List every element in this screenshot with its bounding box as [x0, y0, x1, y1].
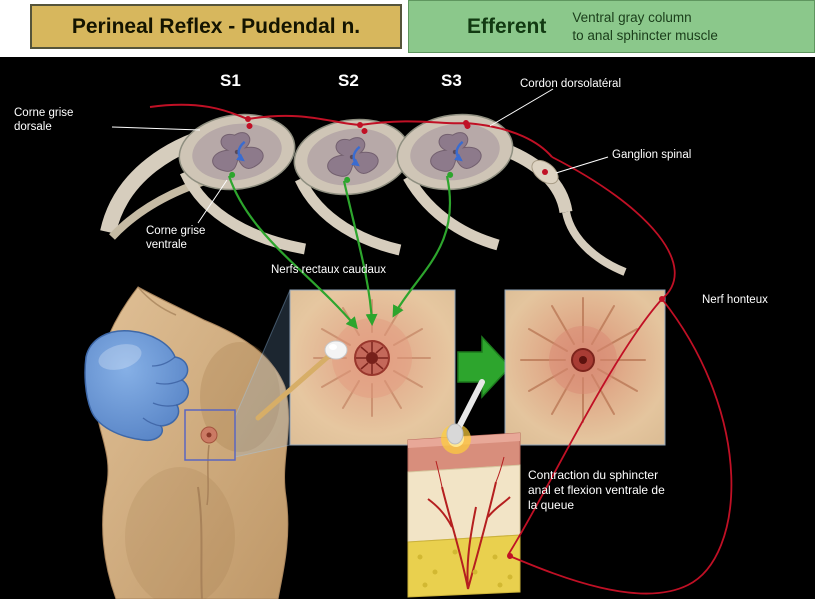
internuncial-arrow-icon [351, 145, 361, 167]
label-nerfs-rectaux-caudaux: Nerfs rectaux caudaux [271, 264, 387, 276]
zoom-selection-square [184, 409, 236, 461]
label-contraction: Contraction du sphincter anal et flexion… [528, 468, 665, 512]
result-arrow-icon [457, 335, 512, 399]
spinal-section-s3 [396, 113, 514, 191]
label-pointer-lines [111, 88, 609, 224]
label-cordon-dorsolateral: Cordon dorsolatéral [520, 78, 622, 90]
anatomy-illustration [84, 88, 733, 599]
cotton-swab-icon [255, 340, 348, 421]
efferent-exit-dot [447, 171, 454, 178]
efferent-pathway-green [227, 175, 452, 330]
internuncial-arrow-icon [236, 140, 246, 162]
response-panel [504, 289, 666, 446]
swab-stimulus-icon [441, 379, 485, 454]
diagram-canvas [0, 57, 815, 599]
page-title: Perineal Reflex - Pudendal n. [71, 14, 361, 38]
label-ganglion-spinal: Ganglion spinal [612, 149, 692, 161]
gloved-hand [84, 330, 189, 442]
label-nerf-honteux: Nerf honteux [702, 294, 768, 306]
afferent-entry-dot [246, 123, 253, 130]
label-corne-grise-ventrale: Corne grise ventrale [146, 225, 206, 252]
efferent-description: Ventral gray column to anal sphincter mu… [572, 9, 718, 43]
haunch-crease [197, 486, 203, 599]
spinal-section-s1 [178, 113, 296, 191]
blood-vessels [427, 481, 511, 590]
label-corne-grise-dorsale: Corne grise dorsale [14, 107, 74, 134]
segment-label-s2: S2 [338, 71, 359, 90]
afferent-entry-dot [361, 128, 368, 135]
skin-cross-section [407, 432, 521, 598]
pudendal-nerve-red-loop [507, 156, 733, 595]
anus-on-body [200, 426, 218, 506]
afferent-pathway-top [149, 103, 553, 158]
spinal-section-s2 [293, 118, 411, 196]
efferent-label: Efferent [467, 14, 547, 38]
fat-cells [417, 549, 513, 588]
efferent-banner: Efferent Ventral gray column to anal sph… [408, 0, 815, 53]
segment-label-s3: S3 [441, 71, 462, 90]
efferent-exit-dot [229, 171, 236, 178]
segment-label-s1: S1 [220, 71, 241, 90]
spinal-ganglion [531, 159, 559, 185]
efferent-exit-dot [344, 176, 351, 183]
title-banner: Perineal Reflex - Pudendal n. [30, 4, 402, 49]
tail-fold [137, 286, 177, 316]
internuncial-arrow-icon [454, 140, 464, 162]
